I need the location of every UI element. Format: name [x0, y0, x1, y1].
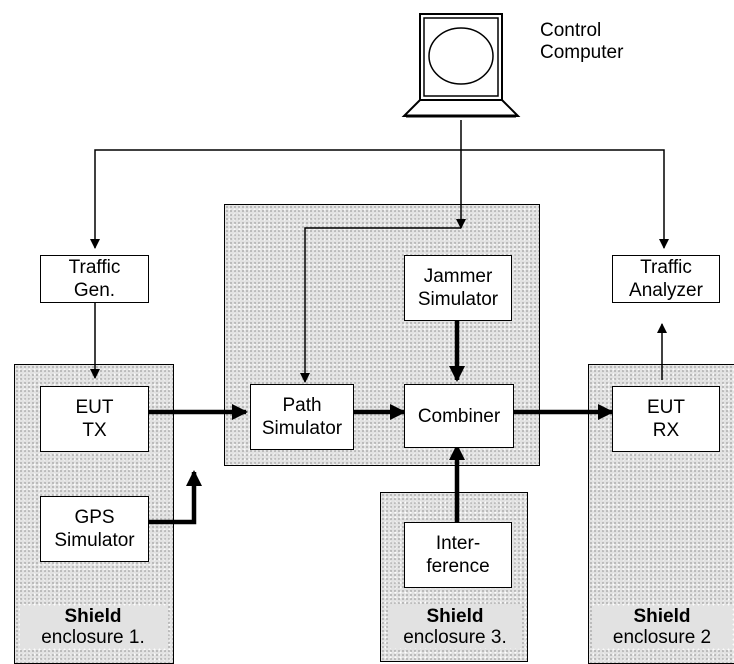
eut-rx-box: EUT RX — [612, 386, 720, 452]
shield-2-line1: Shield — [633, 606, 691, 627]
eut-tx-line2: TX — [82, 420, 107, 441]
eut-tx-box: EUT TX — [40, 386, 149, 452]
jammer-line1: Jammer — [423, 266, 493, 287]
shield-2-line2: enclosure 2 — [612, 627, 712, 648]
jammer-simulator-box: Jammer Simulator — [404, 255, 512, 321]
shield-1-line1: Shield — [64, 606, 122, 627]
eut-rx-line2: RX — [652, 420, 680, 441]
gps-to-eut-tx — [148, 470, 202, 525]
control-to-path-simulator — [300, 227, 461, 383]
shield-3-line1: Shield — [426, 606, 484, 627]
shield-1-line2: enclosure 1. — [41, 627, 145, 648]
traffic-gen-line2: Gen. — [73, 280, 116, 301]
shield-enclosure-1-label: Shield enclosure 1. — [20, 606, 166, 648]
combiner-label: Combiner — [417, 405, 501, 427]
interference-line1: Inter- — [435, 533, 481, 554]
traffic-analyzer-line2: Analyzer — [629, 280, 703, 301]
traffic-analyzer-box: Traffic Analyzer — [612, 255, 720, 303]
control-computer-label: Control Computer — [540, 20, 623, 64]
combiner-box: Combiner — [404, 384, 514, 448]
jammer-line2: Simulator — [417, 289, 499, 310]
eut-rx-line1: EUT — [647, 397, 685, 418]
interference-line2: ference — [426, 556, 490, 577]
gps-line2: Simulator — [54, 530, 135, 551]
gps-simulator-box: GPS Simulator — [40, 496, 149, 562]
control-computer-line1: Control — [540, 20, 602, 41]
computer-monitor-icon — [401, 13, 521, 118]
interference-box: Inter- ference — [404, 522, 512, 588]
path-simulator-line2: Simulator — [261, 418, 343, 439]
traffic-analyzer-line1: Traffic — [640, 257, 692, 278]
eut-tx-line1: EUT — [75, 397, 114, 418]
shield-enclosure-2-label: Shield enclosure 2 — [592, 606, 732, 648]
path-simulator-line1: Path — [282, 395, 322, 416]
shield-enclosure-3-label: Shield enclosure 3. — [388, 606, 522, 648]
traffic-gen-box: Traffic Gen. — [40, 255, 149, 303]
control-to-traffic-analyzer — [461, 149, 669, 249]
gps-line1: GPS — [74, 507, 115, 528]
traffic-gen-line1: Traffic — [68, 257, 121, 278]
path-simulator-box: Path Simulator — [250, 384, 354, 450]
control-computer-line2: Computer — [540, 42, 624, 63]
shield-3-line2: enclosure 3. — [403, 627, 507, 648]
control-to-traffic-gen — [90, 149, 461, 249]
